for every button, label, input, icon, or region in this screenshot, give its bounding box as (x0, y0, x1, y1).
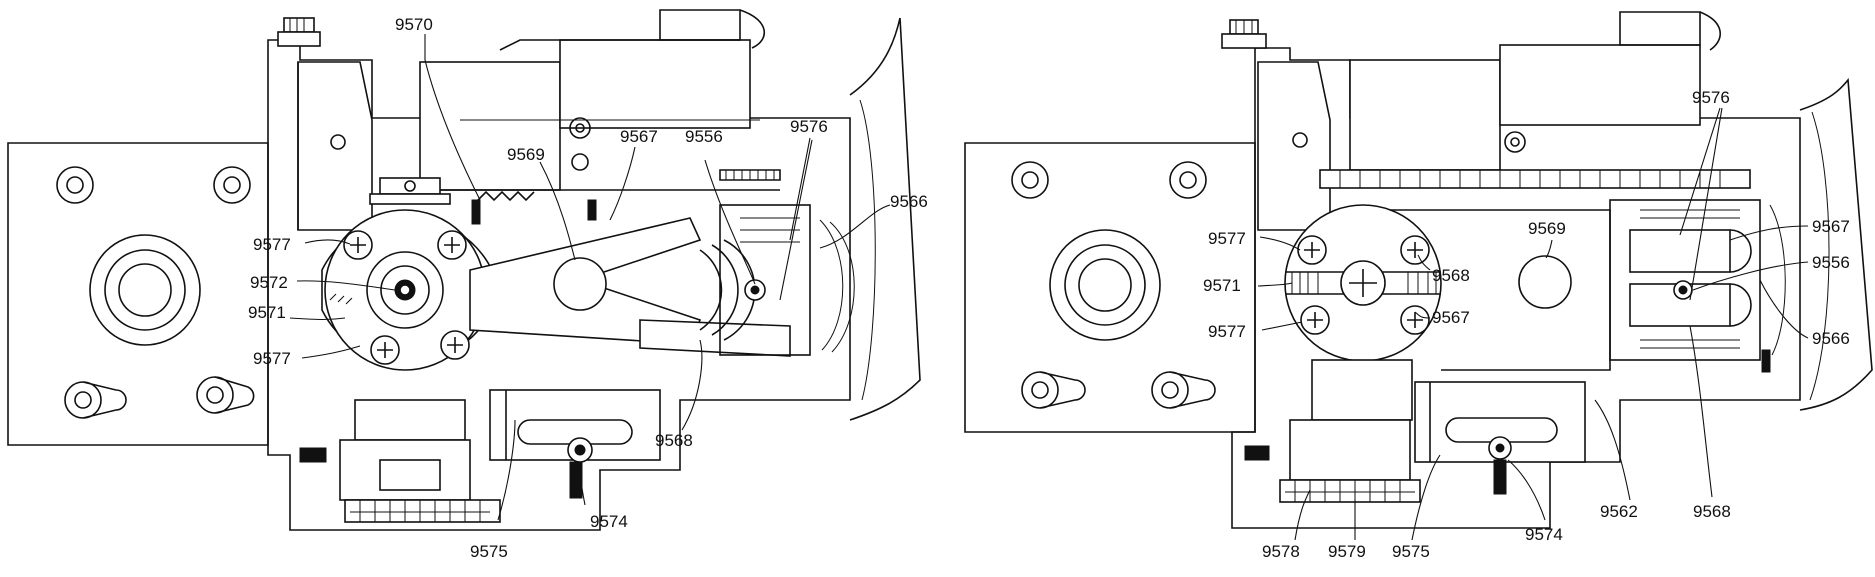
label-9556: 9556 (1812, 253, 1850, 272)
label-9568: 9568 (655, 431, 693, 450)
right-bottom-clamp (1415, 382, 1585, 494)
right-bottom-gear (1245, 360, 1420, 502)
label-9576: 9576 (1692, 88, 1730, 107)
left-plate-holes (57, 167, 254, 418)
label-9577-bottom: 9577 (253, 349, 291, 368)
right-plate-holes (1012, 162, 1215, 408)
label-9567-right: 9567 (1812, 217, 1850, 236)
label-9567-center: 9567 (1432, 308, 1470, 327)
right-cam-disk (1285, 205, 1441, 361)
label-9571: 9571 (1203, 276, 1241, 295)
right-side-actuators (1610, 200, 1785, 372)
right-motor-block (1320, 12, 1750, 188)
label-9562: 9562 (1600, 502, 1638, 521)
label-9569: 9569 (1528, 219, 1566, 238)
label-9579: 9579 (1328, 542, 1366, 561)
label-9577-top: 9577 (1208, 229, 1246, 248)
label-9569: 9569 (507, 145, 545, 164)
label-9575: 9575 (1392, 542, 1430, 561)
label-9566: 9566 (1812, 329, 1850, 348)
label-9575: 9575 (470, 542, 508, 561)
left-motor-block (420, 10, 780, 190)
left-bottom-clamp (490, 390, 660, 498)
left-disk-top-bracket (370, 178, 450, 204)
label-9570: 9570 (395, 15, 433, 34)
label-9574: 9574 (1525, 525, 1563, 544)
label-9566: 9566 (890, 192, 928, 211)
right-cover-edge (1800, 80, 1872, 410)
label-9568-bottom: 9568 (1693, 502, 1731, 521)
right-top-screw (1222, 20, 1266, 48)
left-top-screw (278, 18, 320, 46)
left-cover-edge (850, 18, 920, 420)
left-mounting-plate (8, 143, 268, 445)
label-9577-top: 9577 (253, 235, 291, 254)
label-9571: 9571 (248, 303, 286, 322)
left-actuator-arms (470, 205, 854, 356)
label-9577-bottom: 9577 (1208, 322, 1246, 341)
left-bracket (298, 62, 372, 230)
label-9574: 9574 (590, 512, 628, 531)
left-bottom-gear (300, 400, 500, 522)
label-9578: 9578 (1262, 542, 1300, 561)
left-view: 9570 9569 9567 9556 9576 9566 9577 9572 … (8, 10, 928, 561)
label-9568-top: 9568 (1432, 266, 1470, 285)
label-9576: 9576 (790, 117, 828, 136)
label-9556: 9556 (685, 127, 723, 146)
label-9567: 9567 (620, 127, 658, 146)
left-cam-disk (322, 210, 492, 370)
label-9572: 9572 (250, 273, 288, 292)
right-view: 9576 9569 9567 9577 9568 9556 9571 9567 … (965, 12, 1872, 561)
right-bracket (1258, 62, 1330, 230)
